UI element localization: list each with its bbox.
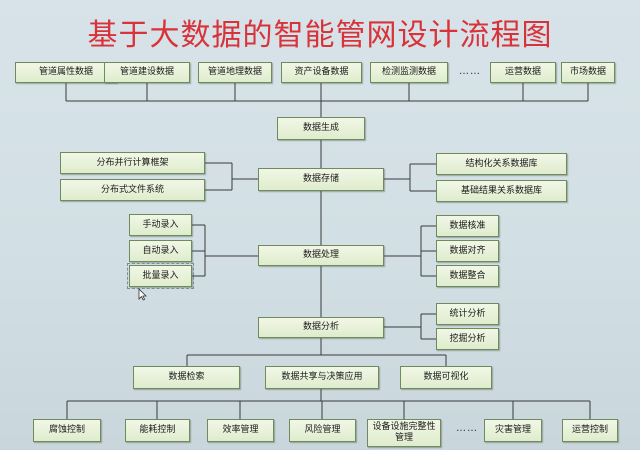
storage-relational-db-box: 结构化关系数据库 xyxy=(436,153,567,175)
applications-ellipsis: …… xyxy=(456,423,478,434)
operation-control-box: 运营控制 xyxy=(562,419,618,442)
page-title: 基于大数据的智能管网设计流程图 xyxy=(87,18,553,53)
source-pipe-construction-box: 管道建设数据 xyxy=(104,62,190,83)
data-analysis-box: 数据分析 xyxy=(258,317,384,338)
storage-base-result-db-box: 基础结果关系数据库 xyxy=(436,180,567,202)
source-asset-equipment-box: 资产设备数据 xyxy=(281,62,362,83)
batch-entry-box: 批量录入 xyxy=(127,263,194,289)
storage-parallel-computing-box: 分布并行计算框架 xyxy=(60,152,205,174)
source-pipe-attributes-box: 管道属性数据 xyxy=(15,62,117,83)
source-market-box: 市场数据 xyxy=(561,62,615,83)
data-sharing-decision-box: 数据共享与决策应用 xyxy=(265,366,379,389)
source-operations-box: 运营数据 xyxy=(490,62,556,83)
statistical-analysis-box: 统计分析 xyxy=(436,303,499,325)
data-integration-box: 数据整合 xyxy=(436,265,499,287)
mining-analysis-box: 挖掘分析 xyxy=(436,328,499,350)
source-pipe-geography-box: 管道地理数据 xyxy=(198,62,272,83)
efficiency-management-box: 效率管理 xyxy=(207,419,274,442)
source-inspection-monitoring-box: 检测监测数据 xyxy=(370,62,448,83)
integrity-management-box: 设备设施完整性管理 xyxy=(367,419,441,447)
disaster-management-box: 灾害管理 xyxy=(484,419,542,442)
auto-entry-box: 自动录入 xyxy=(129,240,192,262)
data-visualization-box: 数据可视化 xyxy=(400,366,492,389)
energy-control-box: 能耗控制 xyxy=(125,419,190,442)
manual-entry-box: 手动录入 xyxy=(129,214,192,236)
corrosion-control-box: 腐蚀控制 xyxy=(33,419,101,442)
storage-distributed-fs-box: 分布式文件系统 xyxy=(60,179,205,201)
data-generation-box: 数据生成 xyxy=(277,117,365,140)
sources-ellipsis: …… xyxy=(459,66,481,77)
data-retrieval-box: 数据检索 xyxy=(133,366,240,389)
mouse-pointer-icon xyxy=(138,286,147,305)
data-processing-box: 数据处理 xyxy=(258,245,384,266)
risk-management-box: 风险管理 xyxy=(289,419,356,442)
data-verification-box: 数据核准 xyxy=(436,215,499,237)
data-storage-box: 数据存储 xyxy=(258,168,384,191)
data-alignment-box: 数据对齐 xyxy=(436,240,499,262)
